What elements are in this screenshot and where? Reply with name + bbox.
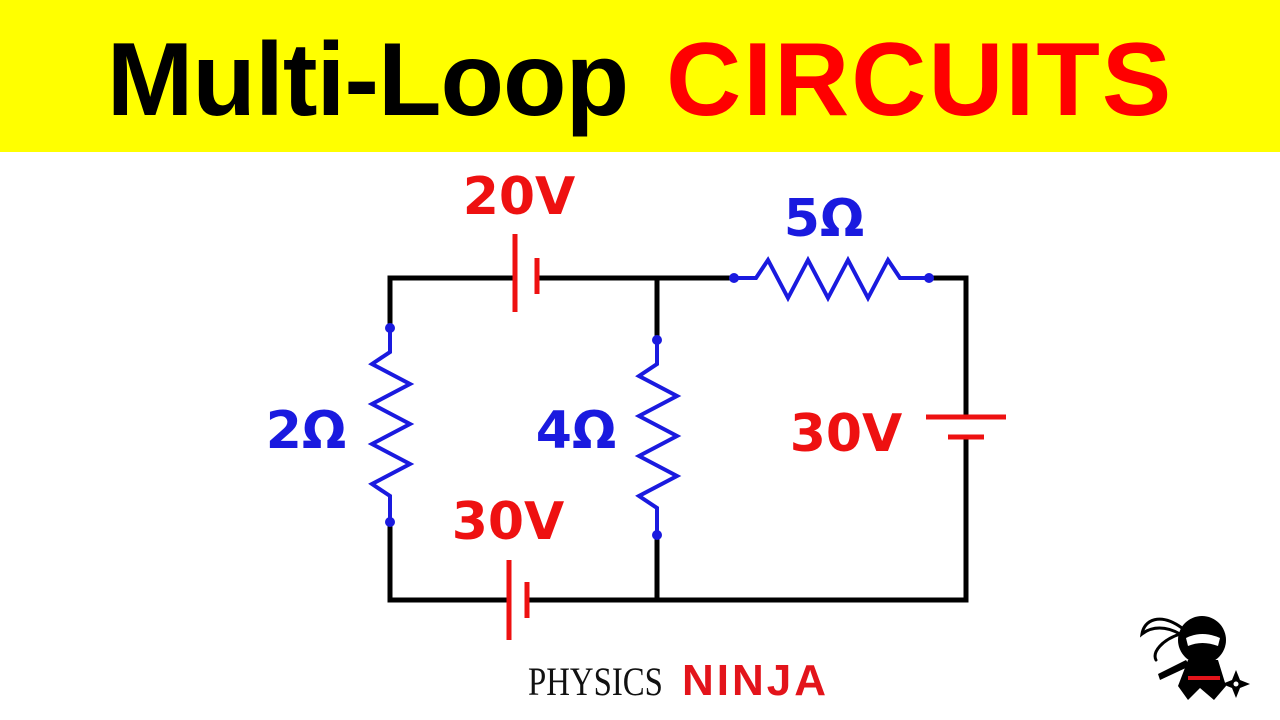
title-banner — [0, 0, 1280, 152]
resistor-middle — [634, 340, 682, 535]
ninja-icon-eyes — [1186, 634, 1220, 646]
label-battery-top: 20V — [463, 167, 576, 227]
title-part-red: CIRCUITS — [666, 22, 1174, 138]
ninja-icon-belt — [1188, 676, 1220, 680]
ninja-icon-throwing-star-center — [1233, 681, 1239, 687]
title-part-black: Multi-Loop — [106, 22, 629, 138]
label-resistor-left: 2Ω — [266, 401, 346, 461]
battery-bottom — [506, 560, 530, 640]
terminal-dot — [652, 335, 662, 345]
ninja-icon — [1139, 616, 1250, 700]
label-resistor-top-right: 5Ω — [784, 189, 864, 249]
ninja-icon-headband-tail — [1153, 632, 1182, 662]
terminal-dot — [385, 517, 395, 527]
brand-logo: PHYSICS NINJA — [528, 656, 829, 708]
ninja-icon-headband-tail — [1139, 617, 1184, 638]
battery-top — [512, 234, 540, 312]
label-battery-right: 30V — [790, 404, 903, 464]
terminal-dot — [924, 273, 934, 283]
terminal-dot — [729, 273, 739, 283]
resistors — [367, 255, 929, 535]
page-title: Multi-Loop CIRCUITS — [0, 10, 1280, 150]
label-battery-bottom: 30V — [452, 492, 565, 552]
resistor-top-right — [734, 255, 929, 303]
battery-right — [926, 414, 1006, 440]
wire-top-right — [926, 275, 969, 420]
brand-logo-ninja: NINJA — [682, 656, 830, 705]
brand-logo-physics: PHYSICS — [528, 659, 663, 704]
terminal-dot — [652, 530, 662, 540]
terminal-dot — [385, 323, 395, 333]
wires — [387, 275, 969, 603]
label-resistor-middle: 4Ω — [536, 401, 616, 461]
resistor-left — [367, 328, 415, 522]
ninja-icon-arm — [1158, 660, 1190, 680]
terminal-dots — [385, 273, 934, 540]
